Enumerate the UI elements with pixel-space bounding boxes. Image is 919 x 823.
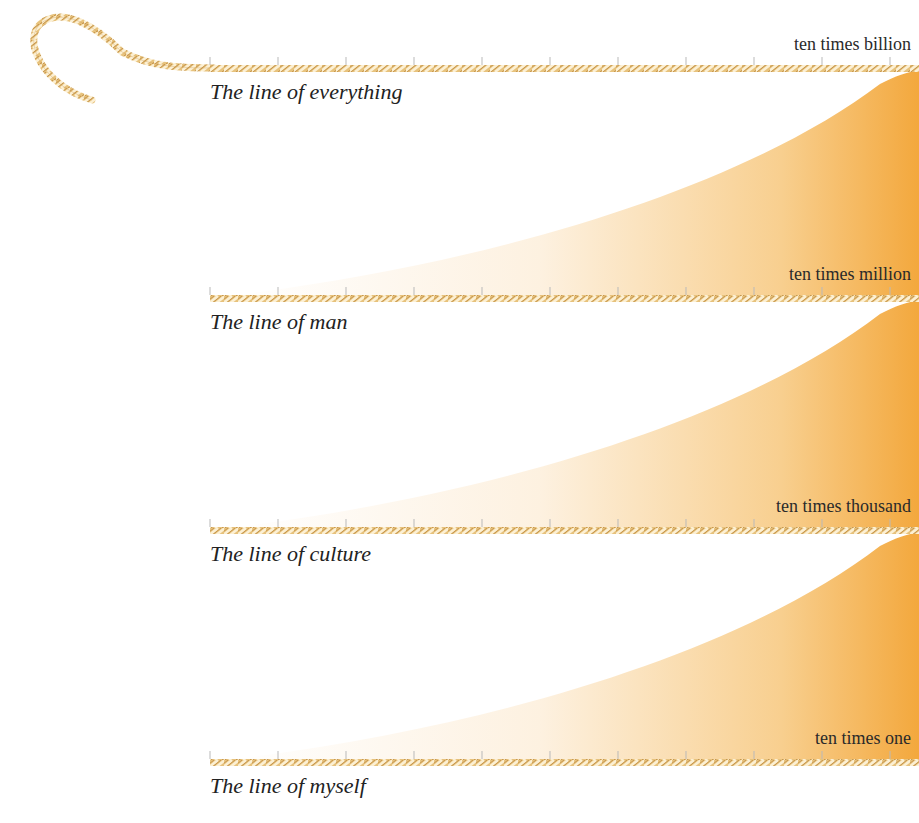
tick-mark — [890, 57, 891, 65]
line-title: The line of culture — [210, 541, 371, 566]
tick-mark — [822, 751, 823, 759]
tick-mark — [346, 57, 347, 65]
tick-mark — [550, 751, 551, 759]
tick-mark — [278, 287, 279, 295]
tick-mark — [414, 751, 415, 759]
tick-mark — [686, 519, 687, 527]
tick-mark — [482, 751, 483, 759]
rope-line — [210, 295, 919, 302]
tick-mark — [346, 519, 347, 527]
tick-mark — [346, 287, 347, 295]
tick-mark — [482, 57, 483, 65]
scale-label: ten times thousand — [776, 496, 911, 517]
tick-mark — [822, 287, 823, 295]
tick-mark — [890, 751, 891, 759]
tick-mark — [210, 57, 211, 65]
tick-mark — [822, 519, 823, 527]
scale-label: ten times million — [789, 264, 911, 285]
expansion-wedge — [210, 300, 919, 530]
tick-mark — [618, 57, 619, 65]
tick-mark — [754, 57, 755, 65]
line-title: The line of everything — [210, 79, 402, 104]
tick-mark — [414, 57, 415, 65]
tick-mark — [210, 751, 211, 759]
rope-line — [210, 527, 919, 534]
tick-mark — [686, 57, 687, 65]
tick-mark — [822, 57, 823, 65]
tick-mark — [686, 287, 687, 295]
tick-mark — [890, 519, 891, 527]
tick-mark — [618, 751, 619, 759]
scale-label: ten times billion — [794, 34, 911, 55]
rope-line — [210, 65, 919, 72]
rope-hook — [34, 17, 214, 100]
tick-mark — [890, 287, 891, 295]
tick-mark — [754, 287, 755, 295]
tick-mark — [618, 519, 619, 527]
line-title: The line of myself — [210, 773, 366, 798]
expansion-wedge — [210, 70, 919, 298]
tick-mark — [754, 519, 755, 527]
tick-mark — [414, 287, 415, 295]
tick-mark — [482, 287, 483, 295]
tick-mark — [618, 287, 619, 295]
tick-mark — [754, 751, 755, 759]
tick-mark — [278, 519, 279, 527]
scale-label: ten times one — [815, 728, 911, 749]
tick-mark — [550, 519, 551, 527]
tick-mark — [210, 287, 211, 295]
tick-mark — [278, 751, 279, 759]
tick-mark — [686, 751, 687, 759]
expansion-wedge — [210, 532, 919, 762]
rope-line — [210, 759, 919, 766]
tick-mark — [278, 57, 279, 65]
tick-mark — [550, 287, 551, 295]
tick-mark — [210, 519, 211, 527]
tick-mark — [550, 57, 551, 65]
tick-mark — [414, 519, 415, 527]
tick-mark — [346, 751, 347, 759]
tick-mark — [482, 519, 483, 527]
line-title: The line of man — [210, 309, 348, 334]
